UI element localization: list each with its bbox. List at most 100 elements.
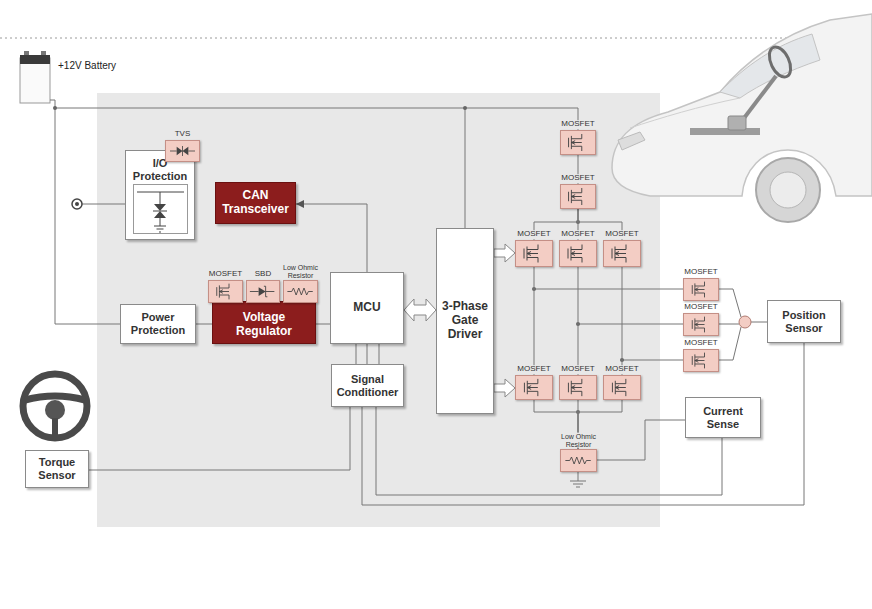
- mosfet-component: MOSFET: [515, 375, 553, 400]
- battery-case: [20, 58, 50, 103]
- hood-line: [630, 98, 740, 128]
- connector-pin: [75, 202, 79, 206]
- mosfet-symbol: [516, 376, 552, 399]
- steering-wheel-icon: [23, 374, 87, 438]
- connector: [362, 343, 804, 505]
- wheel-rim: [23, 374, 87, 438]
- headlight: [618, 132, 645, 150]
- part-label: MOSFET: [602, 365, 642, 374]
- junction-dot: [576, 410, 580, 414]
- mosfet-symbol: [561, 131, 595, 154]
- part-label: MOSFET: [206, 270, 246, 279]
- junction-dot: [532, 287, 536, 291]
- mcu-box: MCU: [330, 272, 404, 344]
- battery-label: +12V Battery: [58, 60, 116, 72]
- wire: [82, 204, 125, 205]
- connector: [597, 420, 685, 460]
- box-label: Torque Sensor: [28, 456, 86, 481]
- mosfet-symbol: [560, 376, 596, 399]
- part-label: Low Ohmic Resistor: [278, 264, 324, 279]
- car-body: [612, 14, 872, 196]
- block-arrow: [494, 379, 515, 397]
- sensor-wire: [751, 322, 767, 323]
- board-panel: [97, 93, 660, 527]
- part-label: MOSFET: [558, 120, 598, 129]
- mosfet-component: MOSFET: [603, 240, 641, 267]
- box-label: Current Sense: [688, 405, 758, 430]
- connector: [578, 267, 579, 375]
- steering-wheel: [765, 44, 795, 81]
- mosfet-component: MOSFET: [603, 375, 641, 400]
- mosfet-symbol: [684, 279, 718, 300]
- driver-box: 3-Phase Gate Driver: [436, 228, 494, 414]
- mosfet-component: MOSFET: [683, 313, 719, 336]
- windshield: [720, 34, 820, 98]
- mosfet-symbol: [684, 314, 718, 335]
- wheel-hub: [45, 400, 65, 420]
- box-label: Position Sensor: [770, 309, 838, 334]
- box-label: Power Protection: [123, 311, 193, 336]
- block-arrow: [494, 244, 515, 262]
- connector: [534, 267, 535, 375]
- connector: [622, 267, 623, 375]
- connector: [296, 204, 367, 272]
- connector: [196, 324, 212, 325]
- junction-dot: [53, 106, 57, 110]
- mosfet-component: MOSFET: [559, 375, 597, 400]
- mosfet-component: MOSFET: [559, 240, 597, 267]
- phase-wire: [622, 360, 683, 361]
- transceiver-box: CAN Transceiver: [215, 182, 296, 224]
- tvs-component: TVS: [165, 140, 200, 162]
- conditioner-box: Signal Conditioner: [331, 364, 404, 407]
- part-label: MOSFET: [514, 365, 554, 374]
- wire: [50, 100, 55, 108]
- motor-wire: [719, 324, 739, 325]
- mosfet-symbol: [560, 241, 596, 266]
- junction-dot: [576, 322, 580, 326]
- connector: [356, 344, 379, 364]
- part-label: MOSFET: [558, 365, 598, 374]
- sbd-symbol: [247, 281, 279, 302]
- part-label: TVS: [170, 130, 196, 139]
- car-illustration: [612, 14, 872, 222]
- mosfet-symbol: [604, 376, 640, 399]
- mosfet-symbol: [561, 185, 595, 208]
- part-label: MOSFET: [681, 268, 721, 277]
- mosfet-symbol: [209, 281, 242, 302]
- box-label: Voltage Regulator: [215, 311, 313, 339]
- wheel-spoke: [52, 418, 58, 436]
- phase-wire: [578, 324, 683, 325]
- motor-wire: [719, 289, 741, 317]
- sense-box: Current Sense: [685, 397, 761, 438]
- ground-symbol: [570, 472, 586, 487]
- power-wires: [50, 100, 767, 487]
- part-label: MOSFET: [558, 174, 598, 183]
- res-symbol: [561, 450, 596, 471]
- mosfet-component: MOSFET: [560, 130, 596, 155]
- part-label: MOSFET: [681, 303, 721, 312]
- mosfet-symbol: [604, 241, 640, 266]
- box-label: 3-Phase Gate Driver: [439, 300, 491, 341]
- sensor-box: Torque Sensor: [25, 450, 89, 488]
- part-label: MOSFET: [602, 230, 642, 239]
- part-label: Low Ohmic Resistor: [556, 433, 602, 448]
- wire: [55, 108, 465, 228]
- battery-lid: [20, 55, 50, 64]
- box-label: Signal Conditioner: [334, 373, 401, 398]
- regulator-band: Voltage Regulator: [212, 301, 316, 344]
- mosfet-component: MOSFET: [515, 240, 553, 267]
- junction-dot: [576, 220, 580, 224]
- tvs-symbol: [133, 184, 188, 234]
- mosfet-component: MOSFET: [208, 280, 243, 303]
- diode-component: SBD: [246, 280, 280, 303]
- junction-dot: [463, 106, 467, 110]
- junction-dots: [53, 106, 624, 414]
- dotted-rule: [0, 38, 872, 39]
- block-arrow: [404, 299, 436, 321]
- connector: [316, 324, 330, 325]
- protection-box: I/O Protection: [125, 150, 195, 240]
- box-label: CAN Transceiver: [218, 189, 293, 217]
- resistor-component: Low Ohmic Resistor: [560, 449, 597, 472]
- mosfet-component: MOSFET: [683, 349, 719, 372]
